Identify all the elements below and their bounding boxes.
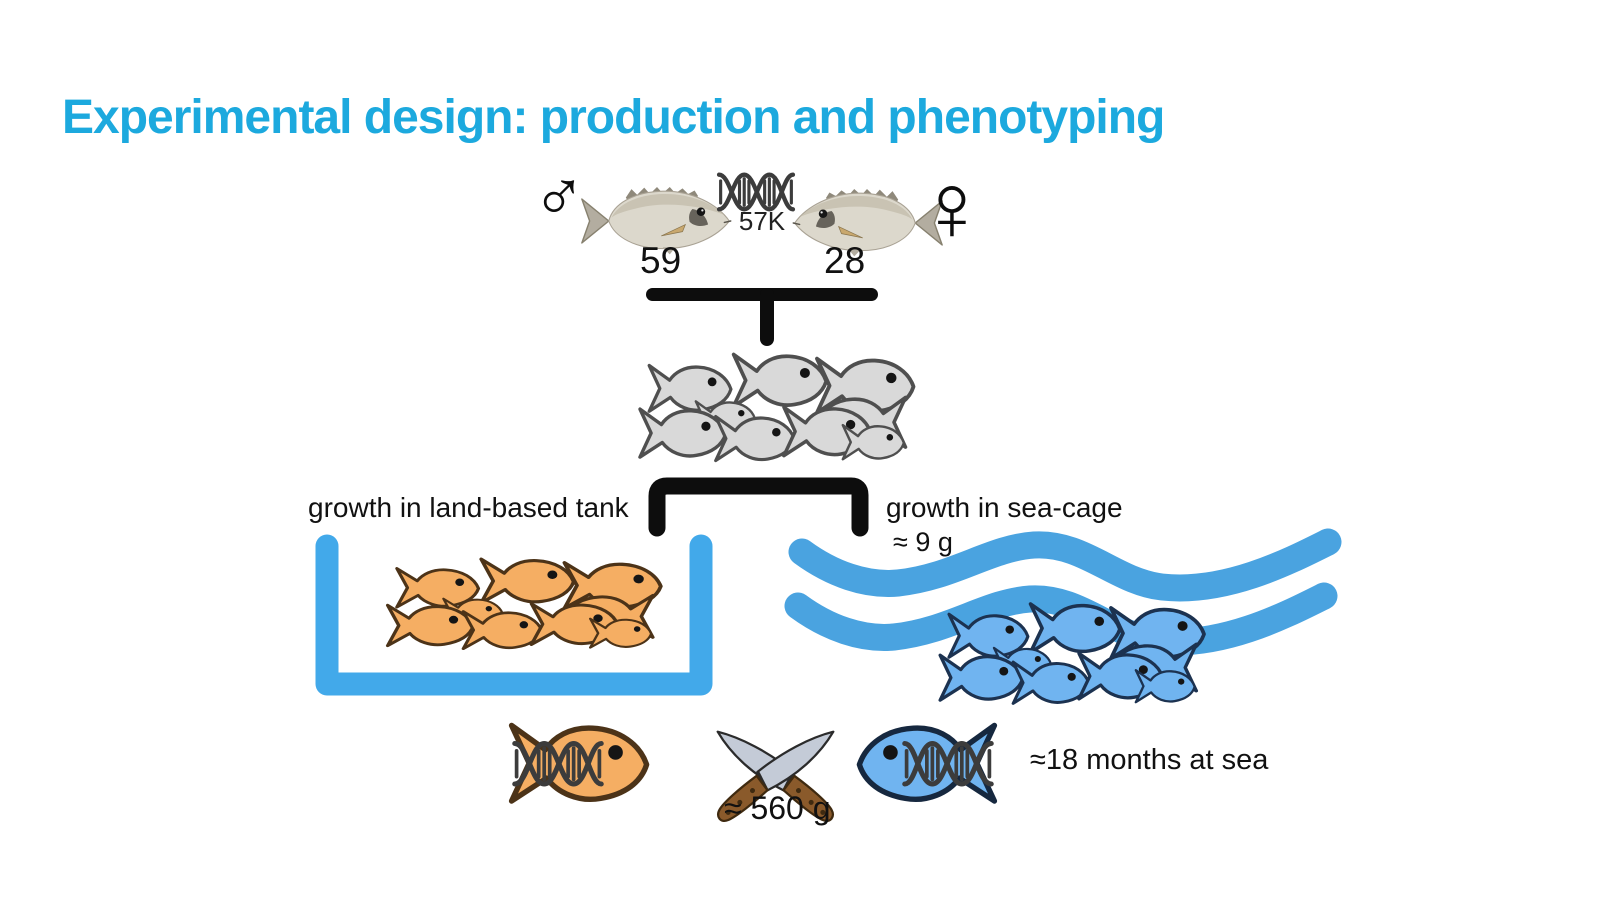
- tank-icon: [315, 534, 713, 696]
- mating-connector: [646, 288, 878, 346]
- slide-title: Experimental design: production and phen…: [62, 91, 1165, 144]
- harvest-weight-label: ≈ 560 g: [724, 790, 831, 826]
- male-count-label: 59: [640, 240, 682, 281]
- sea-cage-fish-school: [925, 596, 1210, 716]
- tank-fish-school: [372, 552, 667, 660]
- initial-weight-label: ≈ 9 g: [893, 527, 953, 557]
- sea-cage-label: growth in sea-cage: [886, 492, 1123, 523]
- snp-chip-label: 57K: [738, 206, 786, 236]
- split-bracket: [648, 477, 869, 537]
- male-symbol-icon: ♂: [532, 154, 586, 234]
- genotyped-cage-fish-icon: [850, 710, 1020, 810]
- sea-duration-label: ≈18 months at sea: [1030, 744, 1269, 776]
- genotyped-tank-fish-icon: [486, 710, 656, 810]
- offspring-fish-school: [622, 346, 922, 474]
- land-tank-label: growth in land-based tank: [308, 492, 629, 523]
- female-count-label: 28: [824, 240, 866, 281]
- female-symbol-icon: ♀: [916, 154, 988, 261]
